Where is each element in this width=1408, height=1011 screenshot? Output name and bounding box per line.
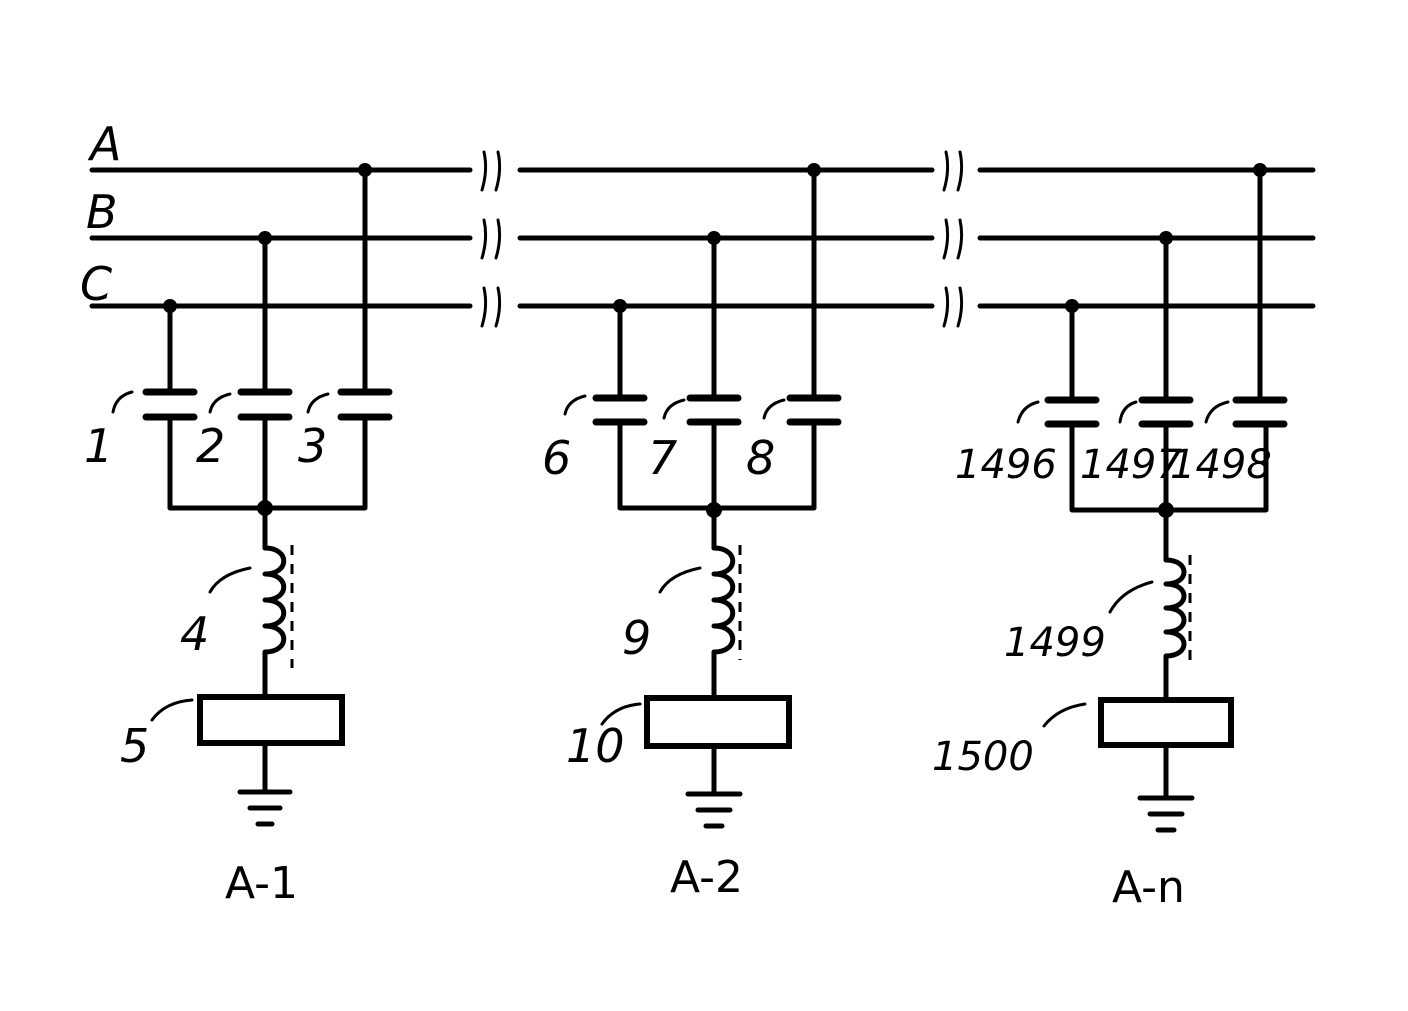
load-label: 1500 [932,734,1034,780]
feeder-wires [1072,170,1260,400]
capacitor-bank [1048,400,1284,424]
line-label-c: C [80,257,112,311]
feeder-wires [620,170,814,398]
capacitor-symbol [790,398,838,422]
capacitor-bank [146,392,389,417]
unit-label: A-n [1112,862,1185,913]
capacitor-symbol [1142,400,1190,424]
ground-symbol [688,746,740,826]
capacitor-label: 8 [746,431,775,485]
capacitor-symbol [690,398,738,422]
capacitor-label: 6 [542,431,571,485]
line-label-b: B [86,185,118,239]
capacitor-label: 2 [196,419,225,473]
load-label: 5 [120,719,149,773]
inductor-label: 4 [180,607,209,661]
capacitor-label: 3 [298,419,327,473]
unit-a-n: 1496 1497 1498 1499 1500 A-n [932,163,1284,913]
reactor-inductor [265,545,292,695]
capacitor-symbol [341,392,389,417]
capacitor-label: 1496 [955,442,1057,488]
connection-dots [613,163,821,518]
inductor-label: 9 [622,611,651,665]
reactor-inductor [1166,555,1190,700]
reactor-inductor [714,545,740,697]
capacitor-label: 1497 [1080,442,1182,488]
load-block [1101,700,1231,745]
unit-a-2: 6 7 8 9 10 A-2 [542,163,838,903]
line-label-a: A [87,117,121,171]
capacitor-symbol [1048,400,1096,424]
feeder-wires [170,170,365,392]
ground-symbol [1140,745,1192,830]
capacitor-label: 7 [648,431,677,485]
ground-symbol [240,743,290,824]
load-block [647,698,789,746]
capacitor-symbol [596,398,644,422]
capacitor-symbol [1236,400,1284,424]
unit-a-1: 1 2 3 4 5 A-1 [84,163,389,909]
inductor-label: 1499 [1004,620,1106,666]
capacitor-bank [596,398,838,422]
unit-label: A-2 [670,852,743,903]
capacitor-symbol [146,392,194,417]
unit-label: A-1 [225,858,298,909]
load-block [200,697,342,743]
load-label: 10 [566,719,625,773]
capacitor-label: 1498 [1170,442,1272,488]
capacitor-label: 1 [84,419,113,473]
capacitor-symbol [241,392,289,417]
